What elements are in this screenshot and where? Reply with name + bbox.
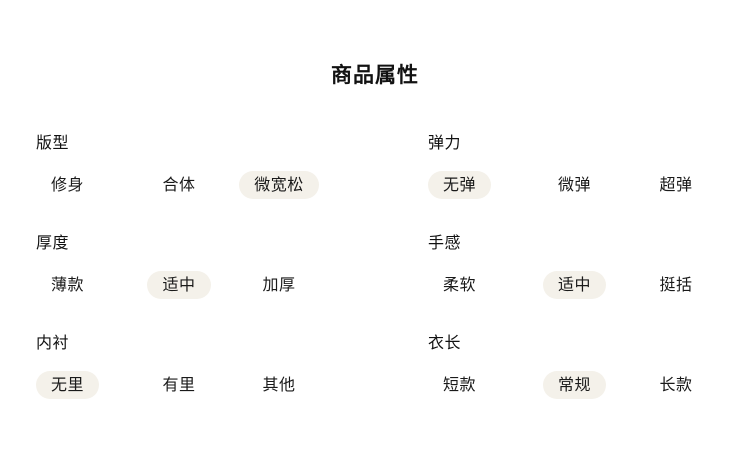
attribute-option-cell: 柔软	[428, 271, 523, 299]
attribute-options: 无里 有里 其他	[36, 371, 396, 399]
attribute-group-label: 衣长	[428, 333, 462, 352]
attribute-option[interactable]: 挺括	[659, 275, 693, 294]
attribute-option[interactable]: 短款	[443, 375, 477, 394]
attribute-option[interactable]: 柔软	[443, 275, 477, 294]
attribute-option-cell: 加厚	[224, 271, 334, 299]
attribute-group: 衣长短款 常规 长款	[396, 332, 750, 432]
attribute-option-cell: 长款	[626, 371, 726, 399]
attribute-option-cell: 合体	[134, 171, 224, 199]
attribute-options: 无弹 微弹 超弹	[428, 171, 750, 199]
attribute-options: 短款 常规 长款	[428, 371, 750, 399]
attribute-option[interactable]: 有里	[162, 375, 196, 394]
attribute-option-cell: 无里	[36, 371, 134, 399]
attribute-option-cell: 其他	[224, 371, 334, 399]
attribute-options: 柔软 适中 挺括	[428, 271, 750, 299]
attribute-option-cell: 挺括	[626, 271, 726, 299]
attribute-option-selected[interactable]: 常规	[542, 371, 606, 399]
attribute-group-label: 手感	[428, 233, 462, 252]
attribute-option-selected[interactable]: 适中	[542, 271, 606, 299]
attribute-option[interactable]: 超弹	[659, 175, 693, 194]
attribute-option-cell: 常规	[523, 371, 626, 399]
attribute-option-selected[interactable]: 微宽松	[239, 171, 319, 199]
attribute-option-cell: 有里	[134, 371, 224, 399]
attribute-option-cell: 无弹	[428, 171, 523, 199]
attribute-group: 厚度薄款 适中 加厚	[0, 232, 396, 332]
attribute-group-label: 内衬	[36, 333, 70, 352]
attribute-option-selected[interactable]: 无弹	[428, 171, 492, 199]
attribute-option[interactable]: 合体	[162, 175, 196, 194]
attribute-group: 弹力无弹 微弹 超弹	[396, 132, 750, 232]
attribute-option-cell: 短款	[428, 371, 523, 399]
attribute-option[interactable]: 长款	[659, 375, 693, 394]
attribute-groups-grid: 版型修身 合体 微宽松 弹力无弹 微弹 超弹厚度薄款 适中 加厚 手感柔软 适中 挺括内衬无里 有里 其…	[0, 132, 750, 432]
attribute-option-cell: 微弹	[523, 171, 626, 199]
attribute-option[interactable]: 修身	[51, 175, 85, 194]
attribute-option-cell: 适中	[523, 271, 626, 299]
attribute-option-selected[interactable]: 适中	[147, 271, 211, 299]
attribute-group: 手感柔软 适中 挺括	[396, 232, 750, 332]
attribute-options: 修身 合体 微宽松	[36, 171, 396, 199]
attribute-option-cell: 修身	[36, 171, 134, 199]
attribute-group: 版型修身 合体 微宽松	[0, 132, 396, 232]
attribute-group-label: 版型	[36, 133, 70, 152]
attribute-option-cell: 超弹	[626, 171, 726, 199]
attribute-option-selected[interactable]: 无里	[36, 371, 100, 399]
page-title: 商品属性	[331, 63, 419, 87]
attribute-group: 内衬无里 有里 其他	[0, 332, 396, 432]
attribute-option[interactable]: 微弹	[557, 175, 591, 194]
attribute-option[interactable]: 加厚	[262, 275, 296, 294]
attribute-group-label: 厚度	[36, 233, 70, 252]
attribute-option[interactable]: 其他	[262, 375, 296, 394]
attribute-group-label: 弹力	[428, 133, 462, 152]
attribute-option-cell: 适中	[134, 271, 224, 299]
attribute-option[interactable]: 薄款	[51, 275, 85, 294]
attribute-option-cell: 薄款	[36, 271, 134, 299]
attribute-option-cell: 微宽松	[224, 171, 334, 199]
attribute-options: 薄款 适中 加厚	[36, 271, 396, 299]
